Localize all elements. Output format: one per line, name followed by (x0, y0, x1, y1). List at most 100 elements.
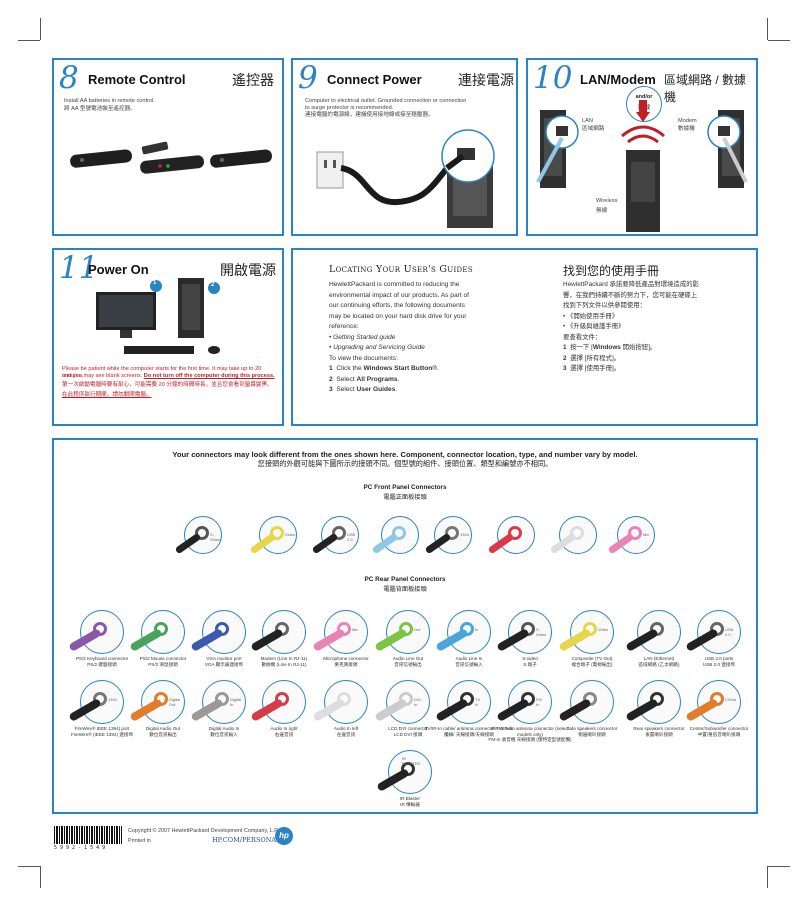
step-badge-2 (208, 282, 220, 294)
front-connector (487, 516, 535, 555)
warning-text-zh-bold: 在此程序執行期間，請勿關閉電腦。 (62, 392, 152, 398)
front-connector-label: Mic (643, 532, 650, 537)
wall-outlet-icon (316, 151, 344, 189)
lan-label-zh: 區域網路 (582, 126, 605, 132)
panel-title-zh: 區域網路 / 數據機 (664, 73, 747, 104)
badge-1-label: 1 (153, 280, 157, 286)
connector-label: TV/IR-In cable/ antenna connector TV/IR-… (424, 726, 514, 737)
pc-tower-icon (178, 278, 204, 338)
panel-remote-control: 8 Remote Control 遙控器 Install AA batterie… (52, 58, 284, 236)
panel-user-guides: Locating Your User's Guides HewlettPacka… (291, 248, 758, 426)
step-number: 8 (59, 60, 79, 96)
instruction-text: Install AA batteries in remote control. (64, 98, 155, 104)
front-connector-label: USB 2.0 (347, 532, 356, 542)
guides-title: Locating Your User's Guides (329, 264, 473, 275)
connector-port-label: TV In (475, 697, 481, 707)
guides-body: HewlettPackard is committed to reducing … (329, 281, 470, 393)
rear-panel-title-zh: 電腦背面板接頭 (383, 586, 427, 593)
hp-logo-icon: hp (275, 827, 293, 845)
remote-icon (70, 149, 132, 168)
computer-illustration (96, 278, 220, 354)
crop-mark (767, 18, 768, 40)
connector-port-label: Out (414, 627, 421, 632)
andor-label: and/or (635, 94, 653, 100)
connector-port-label: USB 2.0 (725, 627, 734, 637)
step-badge-1 (150, 280, 162, 292)
step-number: 9 (298, 60, 318, 96)
connector-port-label: C/Sub (725, 697, 737, 702)
guides-body-zh: HewlettPackard 承諾要降低產品對環境造成的影響，在我們持續不斷的努… (563, 281, 699, 372)
crop-mark (18, 866, 40, 867)
crop-mark (40, 866, 41, 888)
remote-illustration (70, 141, 272, 174)
connectors-notice: Your connectors may look different from … (172, 450, 638, 459)
panel-title: Remote Control (88, 72, 186, 87)
wireless-label: Wireless (596, 198, 618, 204)
mouse-icon (208, 346, 220, 354)
wireless-label-zh: 無線 (596, 208, 608, 214)
panel-title: Connect Power (327, 72, 422, 87)
printed-in: Printed in (128, 838, 151, 844)
power-illustration (316, 129, 495, 228)
instruction-text-zh: 將 AA 型號電池裝至遙控器。 (64, 106, 136, 112)
front-connector (371, 516, 419, 555)
panel-connectors: Your connectors may look different from … (52, 438, 758, 814)
connectors-notice-zh: 您接頭的外觀可能與下圖所示的接頭不同。個型號的組件、接頭位置、類型和編號亦不相同… (257, 459, 553, 468)
connector-label: Composite (TV Out)複合端子 (電視輸出) (571, 656, 613, 667)
panel-title: Power On (88, 262, 149, 277)
panel-title: LAN/Modem (580, 72, 656, 87)
hp-url: HP.COM/PERSONAL (212, 836, 281, 844)
front-connector (549, 516, 597, 555)
front-connector: S-Video (174, 516, 222, 555)
crop-mark (768, 866, 790, 867)
connector-port-label: S-Video (536, 627, 547, 637)
connector-port-label: Digital Out (169, 697, 181, 707)
barcode-number: 5 9 9 2 - 1 5 4 9 (54, 845, 106, 851)
front-panel-title: PC Front Panel Connectors (363, 484, 447, 491)
warning-text-2: and you may see blank screens. Do not tu… (62, 373, 275, 379)
front-connector: Video (249, 516, 297, 555)
connector-label: FM-In radio antenna connector (select mo… (488, 726, 572, 743)
front-connector: 1394 (424, 516, 472, 555)
network-illustration (536, 100, 748, 232)
wireless-signal-icon (621, 125, 665, 144)
modem-label-zh: 數據機 (678, 126, 695, 132)
panel-lan-modem: 10 LAN/Modem 區域網路 / 數據機 and/or 和/或 LAN 區… (526, 58, 758, 236)
connector-port-label: FM In (536, 697, 542, 707)
front-connector-label: Video (285, 532, 296, 537)
instruction-text-zh: 連接電腦的電源線，建議使用接地線或接至穩壓器。 (305, 112, 434, 118)
front-connector: Mic (607, 516, 655, 555)
connector-port-label: Video (598, 627, 609, 632)
front-connector: USB 2.0 (311, 516, 359, 555)
rear-panel-title: PC Rear Panel Connectors (364, 576, 446, 583)
phone-port-icon (718, 126, 730, 136)
modem-label: Modem (678, 118, 697, 124)
front-panel-title-zh: 電腦正面板接頭 (383, 494, 427, 501)
battery-icon (140, 141, 204, 174)
crop-mark (18, 40, 40, 41)
connector-port-label: DVI-In (414, 697, 422, 707)
panel-title-zh: 開啟電源 (220, 262, 276, 278)
connector-port-label: Digital In (230, 697, 242, 707)
connector-port-label: Mic (352, 627, 359, 632)
warning-text-zh: 第一次啟動電腦時要有耐心，可能需要 20 分鐘的時間時長，並且您會看到螢幕變黑。 (62, 382, 273, 388)
crop-mark (767, 866, 768, 888)
monitor-icon (96, 292, 156, 338)
panel-connect-power: 9 Connect Power 連接電源 Computer to electri… (291, 58, 518, 236)
